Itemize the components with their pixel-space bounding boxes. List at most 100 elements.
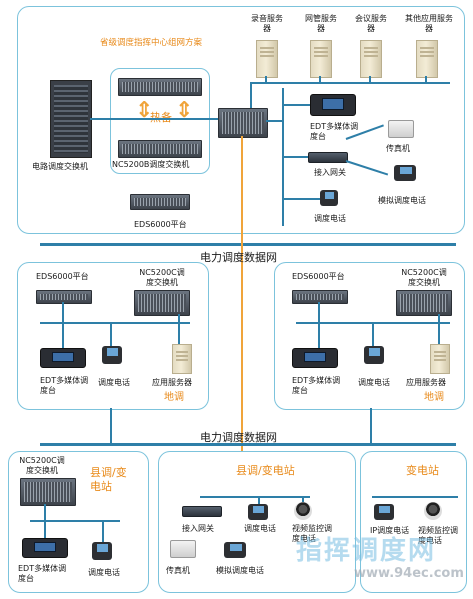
- central-switch-link: [90, 118, 218, 120]
- mid-left-server-label: 应用服务器: [152, 378, 192, 387]
- mid-left-drop-server: [178, 314, 180, 344]
- bottom-mid-fax-icon: [170, 540, 196, 558]
- mid-right-console-icon: [292, 348, 338, 368]
- mid-left-drop-console: [62, 302, 64, 350]
- bottom-left-nc-icon: [20, 478, 76, 506]
- bottom-mid-drop-cam: [302, 496, 304, 504]
- server-bus-drop: [250, 82, 252, 112]
- hot-standby-label: 热备: [150, 112, 172, 124]
- backbone-vertical: [241, 136, 243, 586]
- mid-left-console-icon: [40, 348, 86, 368]
- mid-left-eds-label: EDS6000平台: [36, 272, 89, 281]
- server-drop-4: [425, 76, 427, 83]
- record-server-icon: [256, 40, 278, 78]
- analog-phone-top-icon: [394, 165, 416, 181]
- bottom-mid-video-label: 视频监控调度电话: [292, 524, 332, 543]
- access-gateway-top-label: 接入网关: [314, 168, 346, 177]
- mid-right-nc-icon: [396, 290, 452, 316]
- bottom-right-video-label: 视频监控调度电话: [418, 526, 458, 545]
- bottom-left-drop-phone: [102, 520, 104, 542]
- server-label-other: 其他应用服务器: [405, 14, 453, 33]
- nc5200b-label: NC5200B调度交换机: [112, 160, 190, 169]
- watermark-logo: 指挥调度网: [296, 536, 437, 566]
- hot-standby-box: [110, 68, 210, 174]
- mid-left-nc-label: NC5200C调度交换机: [139, 268, 185, 287]
- network-bus-2: [40, 443, 456, 446]
- server-drop-1: [265, 76, 267, 83]
- bottom-left-panel: [8, 451, 149, 593]
- server-bus-line: [250, 82, 450, 84]
- mid-right-eds-label: EDS6000平台: [292, 272, 345, 281]
- bottom-mid-phone-icon: [248, 504, 268, 520]
- bottom-mid-analog-label: 模拟调度电话: [216, 566, 264, 575]
- mid-left-eds-icon: [36, 290, 92, 304]
- nc5200b-unit-2-icon: [118, 140, 202, 158]
- mid-right-nc-label: NC5200C调度交换机: [401, 268, 447, 287]
- bottom-mid-bus: [200, 496, 310, 498]
- dispatch-phone-top-icon: [320, 190, 338, 206]
- netmgmt-server-icon: [310, 40, 332, 78]
- net2-drop-left: [110, 408, 112, 443]
- hot-standby-arrow-left-icon: ⇕: [135, 98, 154, 123]
- net2-drop-right: [370, 408, 372, 443]
- mid-left-panel: [17, 262, 209, 410]
- bottom-left-nc-label: NC5200C调度交换机: [19, 456, 65, 475]
- dispatch-phone-top-link: [282, 198, 320, 200]
- mid-left-console-label: EDT多媒体调度台: [40, 376, 89, 395]
- bottom-right-ipphone-icon: [374, 504, 394, 520]
- bottom-mid-phone-label: 调度电话: [244, 524, 276, 533]
- nc5200b-unit-1-icon: [118, 78, 202, 96]
- hot-standby-arrow-right-icon: ⇕: [175, 98, 194, 123]
- mid-right-console-label: EDT多媒体调度台: [292, 376, 341, 395]
- edt-console-top-label: EDT多媒体调度台: [310, 122, 359, 141]
- mid-right-eds-icon: [292, 290, 348, 304]
- mid-right-drop-server: [438, 314, 440, 344]
- watermark-url: www.94ec.com: [354, 566, 464, 581]
- bottom-left-bus: [30, 520, 120, 522]
- mid-left-region-label: 地调: [164, 392, 184, 403]
- network-label-1: 电力调度数据网: [200, 251, 277, 264]
- bottom-mid-region-label: 县调/变电站: [236, 464, 295, 477]
- bottom-left-console-icon: [22, 538, 68, 558]
- circuit-switch-label: 电路调度交换机: [32, 162, 88, 171]
- mid-right-region-label: 地调: [424, 392, 444, 403]
- server-label-netmgmt: 网管服务器: [305, 14, 337, 33]
- center-right-link: [266, 120, 282, 122]
- bottom-right-camera-icon: [424, 502, 442, 520]
- bottom-mid-gateway-label: 接入网关: [182, 524, 214, 533]
- bottom-mid-gateway-icon: [182, 506, 222, 517]
- bottom-right-bus: [372, 496, 458, 498]
- network-bus-1: [40, 243, 456, 246]
- bottom-left-region-label: 县调/变电站: [90, 466, 127, 493]
- bottom-right-ipphone-label: IP调度电话: [370, 526, 410, 535]
- bottom-right-region-label: 变电站: [406, 464, 439, 477]
- mid-left-phone-icon: [102, 346, 122, 364]
- bottom-mid-panel: [158, 451, 356, 593]
- mid-right-panel: [274, 262, 465, 410]
- bottom-right-panel: [360, 451, 467, 593]
- circuit-switch-rack-icon: [50, 80, 92, 158]
- fax-top-icon: [388, 120, 414, 138]
- fax-top-label: 传真机: [386, 144, 410, 153]
- server-label-record: 录音服务器: [251, 14, 283, 33]
- mid-right-server-label: 应用服务器: [406, 378, 446, 387]
- bottom-left-phone-label: 调度电话: [88, 568, 120, 577]
- conference-server-icon: [360, 40, 382, 78]
- analog-phone-top-label: 模拟调度电话: [378, 196, 426, 205]
- dispatch-phone-top-label: 调度电话: [314, 214, 346, 223]
- eds6000-top-icon: [130, 194, 190, 210]
- bottom-mid-camera-icon: [294, 502, 312, 520]
- network-label-2: 电力调度数据网: [200, 431, 277, 444]
- mid-left-phone-label: 调度电话: [98, 378, 130, 387]
- mid-right-phone-icon: [364, 346, 384, 364]
- access-gateway-top-icon: [308, 152, 348, 163]
- mid-right-phone-label: 调度电话: [358, 378, 390, 387]
- mid-right-drop-phone: [372, 322, 374, 346]
- bottom-mid-fax-label: 传真机: [166, 566, 190, 575]
- bottom-left-drop-console: [44, 504, 46, 538]
- mid-right-drop-console: [318, 302, 320, 350]
- edt-top-link: [282, 104, 310, 106]
- other-server-icon: [416, 40, 438, 78]
- central-switch-icon: [218, 108, 268, 138]
- scheme-title: 省级调度指挥中心组网方案: [100, 38, 203, 48]
